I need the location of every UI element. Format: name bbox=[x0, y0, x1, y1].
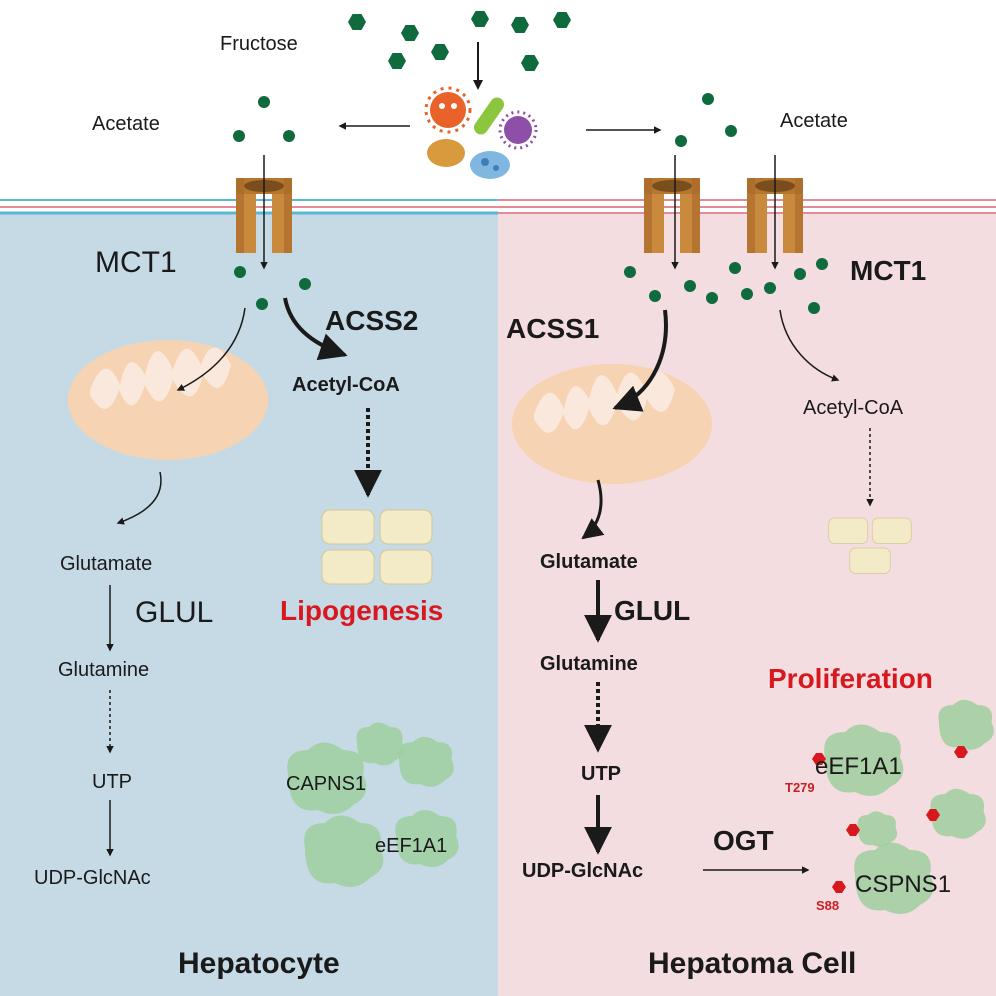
left-glutamine-label: Glutamine bbox=[58, 659, 149, 681]
left-capns1-label: CAPNS1 bbox=[286, 773, 366, 795]
right-acss1-label: ACSS1 bbox=[506, 313, 599, 344]
mitochondrion-icon bbox=[68, 340, 268, 460]
right-ogt-label: OGT bbox=[713, 825, 774, 856]
right-arrow-acss1 bbox=[612, 309, 668, 412]
right-mct1-label: MCT1 bbox=[850, 255, 926, 286]
left-arrow-acss2 bbox=[283, 297, 348, 361]
right-udp-label: UDP-GlcNAc bbox=[522, 860, 643, 882]
left-cell-title: Hepatocyte bbox=[178, 947, 340, 980]
lipid-droplet-icon bbox=[828, 517, 912, 574]
acetate-dots-right bbox=[624, 258, 828, 314]
left-mct1-label: MCT1 bbox=[95, 246, 177, 279]
fructose-label: Fructose bbox=[220, 33, 298, 55]
right-t279-label: T279 bbox=[785, 780, 815, 795]
right-glutamate-label: Glutamate bbox=[540, 551, 638, 573]
right-proliferation-label: Proliferation bbox=[768, 663, 933, 694]
right-cell-title: Hepatoma Cell bbox=[648, 947, 856, 980]
acetate-dots-top bbox=[233, 93, 737, 147]
mitochondrion-icon bbox=[512, 364, 712, 484]
right-glutamine-label: Glutamine bbox=[540, 653, 638, 675]
left-glutamate-label: Glutamate bbox=[60, 553, 152, 575]
right-acetylcoa-label: Acetyl-CoA bbox=[803, 397, 904, 419]
left-arrow-to-mito bbox=[176, 307, 246, 391]
left-lipogenesis-label: Lipogenesis bbox=[280, 595, 443, 626]
right-eef1a1-label: eEF1A1 bbox=[815, 753, 902, 780]
right-arrow-to-acetylcoa bbox=[779, 309, 840, 382]
left-acss2-label: ACSS2 bbox=[325, 305, 418, 336]
right-cspns1-label: CSPNS1 bbox=[855, 871, 951, 898]
left-glul-label: GLUL bbox=[135, 596, 213, 629]
right-s88-label: S88 bbox=[816, 898, 839, 913]
left-arrow-from-mito bbox=[116, 471, 162, 525]
left-utp-label: UTP bbox=[92, 771, 132, 793]
acetate-dots-left bbox=[234, 266, 311, 310]
o-glcnac-marker-icon bbox=[812, 746, 968, 893]
right-arrow-from-mito bbox=[581, 479, 605, 540]
gut-microbes-icon bbox=[424, 86, 538, 179]
hepatocyte-background bbox=[0, 212, 498, 996]
left-eef1a1-label: eEF1A1 bbox=[375, 835, 447, 857]
right-utp-label: UTP bbox=[581, 763, 621, 785]
acetate-label-right: Acetate bbox=[780, 110, 848, 132]
acetate-label-left: Acetate bbox=[92, 113, 160, 135]
right-glul-label: GLUL bbox=[614, 595, 690, 626]
left-acetylcoa-label: Acetyl-CoA bbox=[292, 374, 400, 396]
left-udp-label: UDP-GlcNAc bbox=[34, 867, 151, 889]
